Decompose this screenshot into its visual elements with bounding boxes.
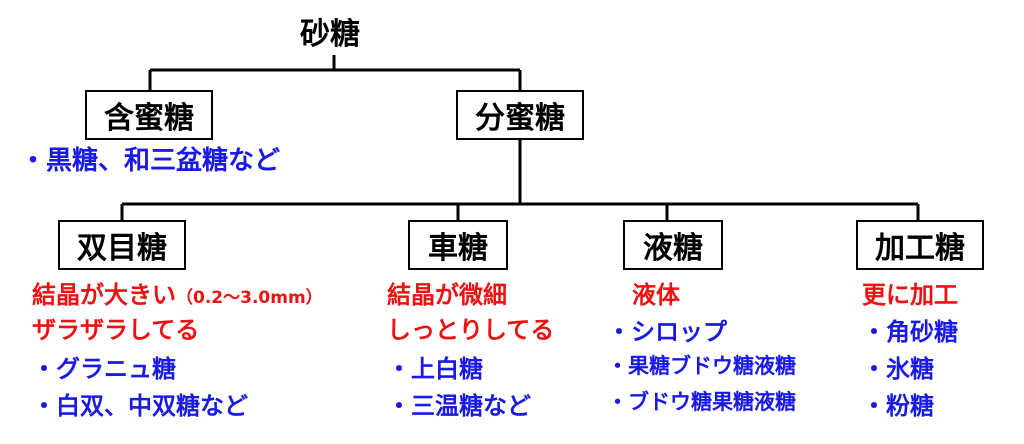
node-sogan: 双目糖 bbox=[58, 220, 186, 270]
node-bunmitsu: 分蜜糖 bbox=[456, 90, 584, 140]
kakou-example-1: ・角砂糖 bbox=[862, 318, 958, 346]
node-bunmitsu-label: 分蜜糖 bbox=[475, 101, 565, 136]
kuruma-description-2: しっとりしてる bbox=[387, 316, 555, 344]
node-ganmitsu-label: 含蜜糖 bbox=[104, 101, 194, 136]
sogan-example-2: ・白双、中双糖など bbox=[32, 392, 248, 420]
node-ganmitsu: 含蜜糖 bbox=[85, 90, 213, 140]
sogan-description-2: ザラザラしてる bbox=[32, 316, 200, 344]
ganmitsu-examples: ・黒糖、和三盆糖など bbox=[20, 146, 281, 176]
kuruma-example-1: ・上白糖 bbox=[387, 355, 483, 383]
sogan-desc1-note: （0.2～3.0mm） bbox=[176, 288, 323, 308]
root-label-sugar: 砂糖 bbox=[300, 17, 360, 52]
node-kakou: 加工糖 bbox=[856, 220, 984, 270]
kakou-example-3: ・粉糖 bbox=[862, 392, 934, 420]
sogan-description-1: 結晶が大きい（0.2～3.0mm） bbox=[32, 283, 323, 307]
sogan-desc1-text: 結晶が大きい bbox=[32, 281, 176, 309]
node-eki: 液糖 bbox=[623, 220, 723, 270]
node-eki-label: 液糖 bbox=[643, 231, 703, 266]
eki-example-3: ・ブドウ糖果糖液糖 bbox=[607, 390, 796, 414]
kakou-example-2: ・氷糖 bbox=[862, 355, 934, 383]
kakou-description-1: 更に加工 bbox=[862, 281, 958, 309]
kuruma-example-2: ・三温糖など bbox=[387, 392, 531, 420]
node-kakou-label: 加工糖 bbox=[875, 231, 965, 266]
node-sogan-label: 双目糖 bbox=[77, 231, 167, 266]
eki-example-1: ・シロップ bbox=[607, 318, 727, 346]
sogan-example-1: ・グラニュ糖 bbox=[32, 355, 176, 383]
eki-example-2: ・果糖ブドウ糖液糖 bbox=[607, 354, 796, 378]
node-kuruma-label: 車糖 bbox=[428, 231, 488, 266]
kuruma-description-1: 結晶が微細 bbox=[387, 281, 507, 309]
eki-description-1: 液体 bbox=[632, 281, 680, 309]
node-kuruma: 車糖 bbox=[408, 220, 508, 270]
